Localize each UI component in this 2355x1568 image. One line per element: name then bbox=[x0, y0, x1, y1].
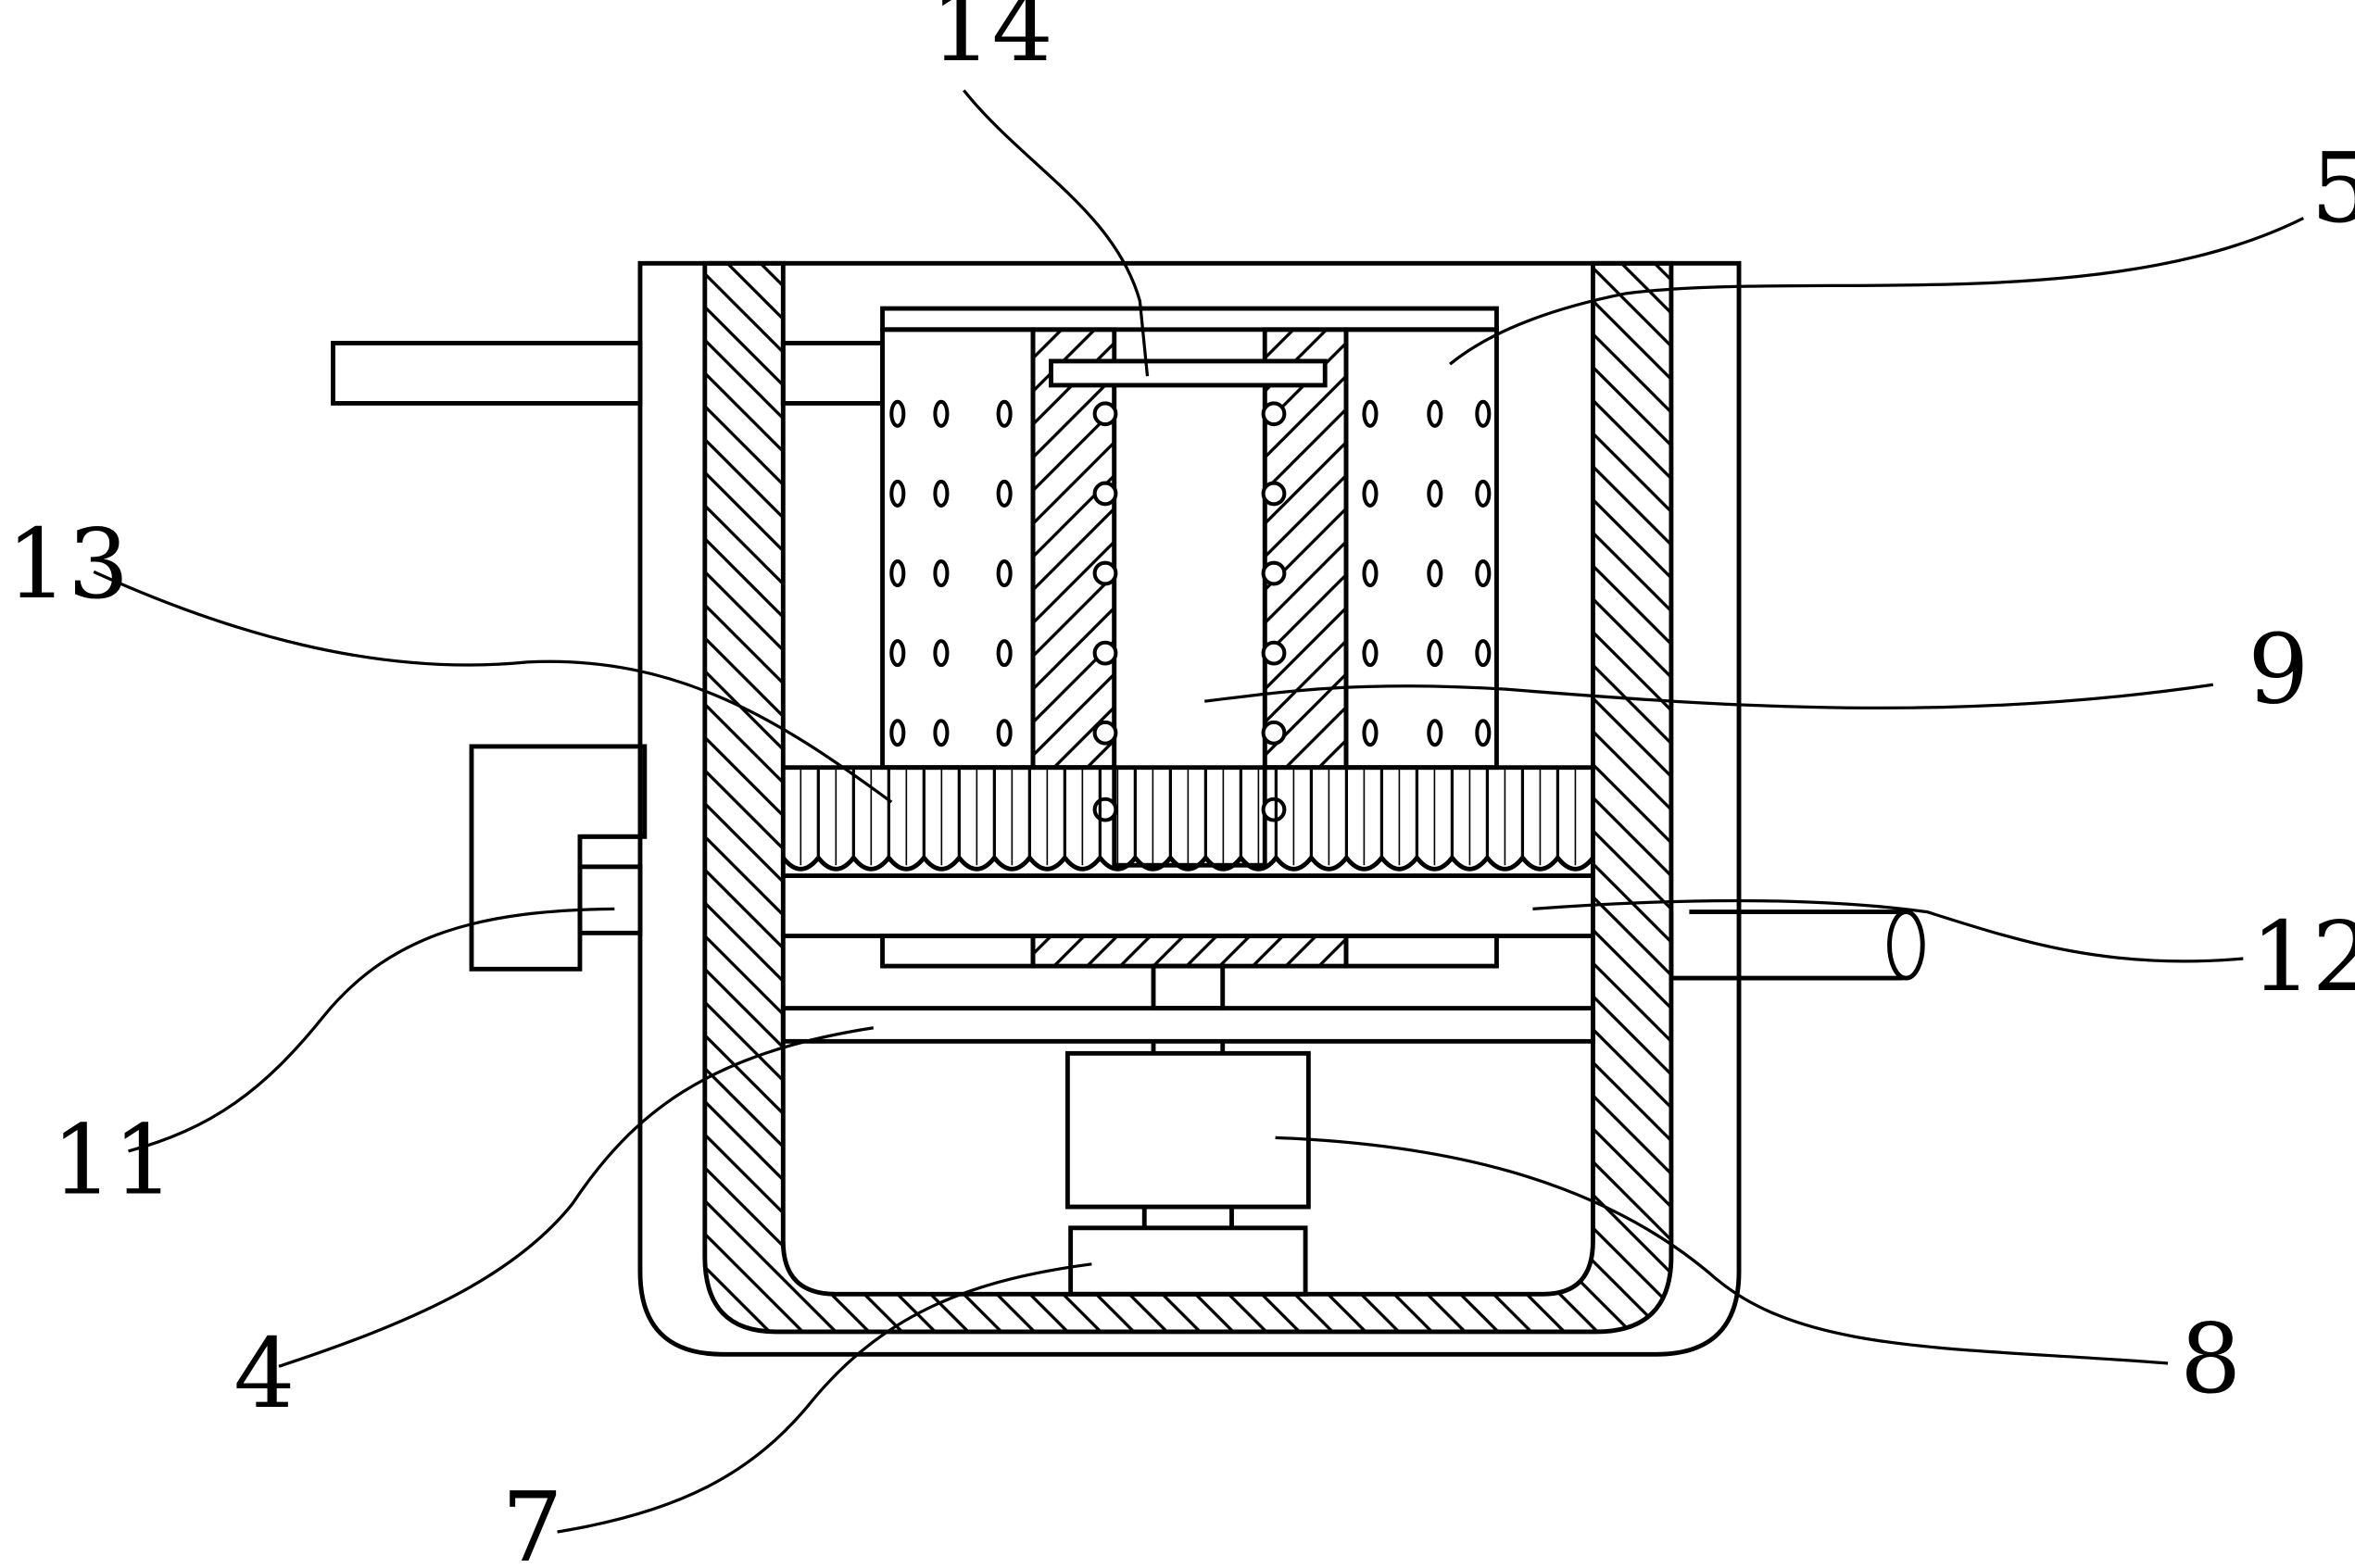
bead bbox=[1261, 401, 1287, 427]
leader-5 bbox=[1449, 217, 2305, 366]
bead bbox=[1092, 797, 1118, 822]
perforation-holes bbox=[889, 399, 1492, 747]
perforation-hole bbox=[1362, 399, 1379, 428]
perforation-hole bbox=[889, 639, 906, 668]
perforation-hole bbox=[1362, 719, 1379, 747]
perforation-hole bbox=[996, 639, 1013, 668]
label-5: 5 bbox=[2311, 132, 2355, 245]
perforation-hole bbox=[933, 559, 950, 588]
support-plate bbox=[780, 1006, 1595, 1054]
perforation-hole bbox=[1475, 559, 1492, 588]
label-11: 11 bbox=[52, 1103, 174, 1216]
bead bbox=[1261, 560, 1287, 586]
leader-7 bbox=[557, 1262, 1092, 1534]
leader-8 bbox=[1275, 1135, 2169, 1365]
bead bbox=[1092, 401, 1118, 427]
motor-base bbox=[1068, 1225, 1308, 1297]
label-9: 9 bbox=[2248, 613, 2309, 726]
filter-wave bbox=[781, 854, 1595, 872]
perforation-hole bbox=[1475, 479, 1492, 508]
bead bbox=[1092, 481, 1118, 507]
perforation-hole bbox=[889, 719, 906, 747]
corrugated-filter bbox=[781, 765, 1595, 872]
perforation-hole bbox=[933, 639, 950, 668]
insulated-wall bbox=[702, 260, 1674, 1335]
perforation-hole bbox=[996, 559, 1013, 588]
cap-plate bbox=[1049, 358, 1328, 388]
perforation-hole bbox=[1475, 719, 1492, 747]
outer-shell bbox=[637, 260, 1742, 1357]
inner-sleeve-right bbox=[1262, 327, 1349, 771]
perforation-hole bbox=[1362, 479, 1379, 508]
perforation-hole bbox=[889, 559, 906, 588]
perforation-hole bbox=[933, 479, 950, 508]
leader-14 bbox=[963, 89, 1150, 377]
perforation-hole bbox=[1427, 559, 1443, 588]
perforation-hole bbox=[996, 719, 1013, 747]
inlet-pipe bbox=[331, 341, 885, 406]
perforation-hole bbox=[889, 479, 906, 508]
perforation-hole bbox=[933, 399, 950, 428]
perforation-hole bbox=[1362, 639, 1379, 668]
leader-11 bbox=[128, 907, 615, 1153]
perforation-hole bbox=[1362, 559, 1379, 588]
perforation-hole bbox=[1427, 639, 1443, 668]
leader-13 bbox=[93, 570, 893, 804]
perforation-hole bbox=[996, 399, 1013, 428]
leader-4 bbox=[278, 1026, 875, 1368]
coupling bbox=[1151, 963, 1226, 1011]
perforation-hole bbox=[889, 399, 906, 428]
perforated-basket-right bbox=[1343, 327, 1499, 771]
perforation-hole bbox=[1427, 479, 1443, 508]
perforated-basket-left bbox=[880, 327, 1036, 771]
label-12: 12 bbox=[2250, 900, 2355, 1013]
leader-lines bbox=[93, 89, 2305, 1534]
perforation-hole bbox=[1427, 399, 1443, 428]
rotating-plate bbox=[783, 873, 1593, 969]
top-plate bbox=[880, 306, 1499, 332]
leader-9 bbox=[1204, 683, 2214, 710]
label-7: 7 bbox=[501, 1471, 562, 1568]
perforation-hole bbox=[996, 479, 1013, 508]
bead bbox=[1092, 560, 1118, 586]
label-14: 14 bbox=[931, 0, 1053, 83]
control-box bbox=[469, 744, 648, 972]
bead bbox=[1092, 640, 1118, 666]
perforation-hole bbox=[1475, 399, 1492, 428]
label-4: 4 bbox=[233, 1317, 295, 1430]
perforation-hole bbox=[1427, 719, 1443, 747]
reference-labels: 14 5 13 9 12 11 4 8 7 bbox=[6, 0, 2355, 1568]
bead bbox=[1261, 481, 1287, 507]
bead bbox=[1261, 797, 1287, 822]
motor bbox=[1064, 1050, 1311, 1228]
bead bbox=[1092, 720, 1118, 746]
bead bbox=[1261, 640, 1287, 666]
leader-12 bbox=[1532, 898, 2244, 963]
column-beads bbox=[1092, 401, 1287, 822]
inner-sleeve-left bbox=[1030, 327, 1117, 771]
label-8: 8 bbox=[2180, 1302, 2241, 1415]
outlet-pipe bbox=[1669, 909, 1925, 981]
label-13: 13 bbox=[6, 508, 129, 621]
bead bbox=[1261, 720, 1287, 746]
perforation-hole bbox=[933, 719, 950, 747]
perforation-hole bbox=[1475, 639, 1492, 668]
